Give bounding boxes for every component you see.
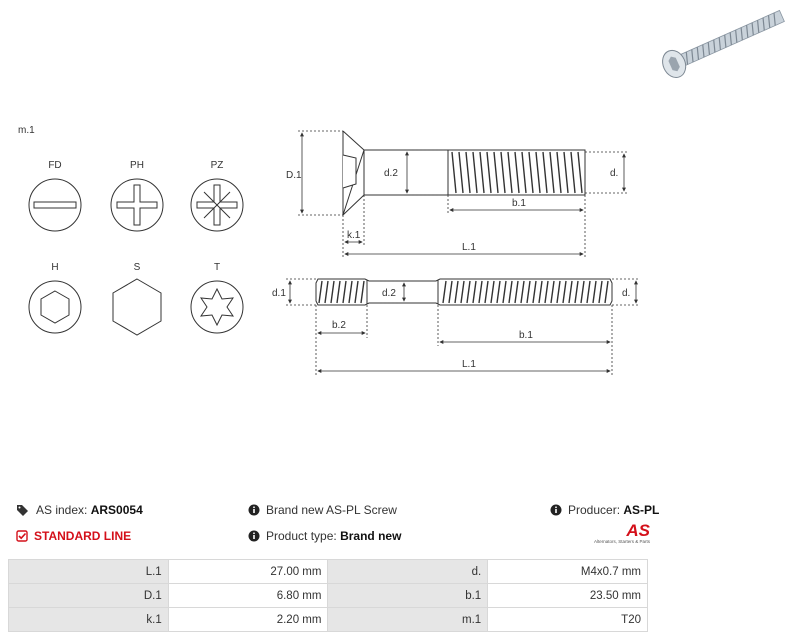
head-type-h: H: [28, 262, 82, 334]
pozidriv-icon: [190, 178, 244, 232]
spec-key: d.: [327, 559, 489, 584]
head-type-pz: PZ: [190, 160, 244, 232]
flat-slot-icon: [28, 178, 82, 232]
description-text: Brand new AS-PL Screw: [266, 503, 397, 517]
head-type-pz-label: PZ: [211, 160, 224, 171]
dim-k1-label: k.1: [347, 230, 361, 241]
head-type-ph: PH: [110, 160, 164, 232]
head-type-ph-label: PH: [130, 160, 144, 171]
product-photo[interactable]: [658, 3, 787, 81]
dim-b1-label: b.1: [512, 198, 526, 209]
producer: Producer: AS-PL: [550, 503, 659, 517]
countersunk-screw-drawing: [298, 130, 628, 258]
head-type-s-label: S: [134, 262, 141, 273]
spec-value: 2.20 mm: [167, 607, 329, 632]
stud-dim-d1-label: d.1: [272, 288, 286, 299]
spec-value: 6.80 mm: [167, 583, 329, 608]
head-type-t-label: T: [214, 262, 220, 273]
dim-d2-label: d.2: [384, 168, 398, 179]
stud-dim-d-label: d.: [622, 288, 630, 299]
head-type-s: S: [112, 262, 162, 336]
spec-key: k.1: [8, 607, 169, 632]
spec-value: T20: [487, 607, 648, 632]
tags-icon: [17, 505, 28, 516]
head-type-t: T: [190, 262, 244, 334]
table-row: D.1 6.80 mm b.1 23.50 mm: [8, 583, 648, 608]
product-description: Brand new AS-PL Screw: [248, 503, 397, 517]
phillips-icon: [110, 178, 164, 232]
stud-dim-b2-label: b.2: [332, 320, 346, 331]
product-type-value: Brand new: [340, 529, 402, 543]
info-icon: [248, 530, 260, 542]
stud-dim-L1-label: L.1: [462, 359, 476, 370]
head-type-h-label: H: [51, 262, 58, 273]
stud-dim-b1-label: b.1: [519, 330, 533, 341]
spec-value: 27.00 mm: [167, 559, 329, 584]
head-type-fd-label: FD: [48, 160, 61, 171]
checkbox-checked-icon: [16, 530, 28, 542]
logo-mark: AS: [626, 521, 650, 540]
spec-value: 23.50 mm: [487, 583, 648, 608]
as-index-label: AS index:: [36, 503, 88, 517]
technical-drawing: m.1 FD PH PZ H S: [18, 3, 787, 376]
as-index-value[interactable]: ARS0054: [90, 503, 143, 517]
as-pl-logo: AS Alternators, Starters & Parts: [586, 522, 650, 550]
view-label: m.1: [18, 125, 35, 136]
dim-D1-label: D.1: [286, 170, 302, 181]
dim-d-label: d.: [610, 168, 618, 179]
product-type-label: Product type:: [266, 529, 337, 543]
dim-L1-label: L.1: [462, 242, 476, 253]
producer-label: Producer:: [568, 503, 621, 517]
info-icon: [248, 504, 260, 516]
producer-value: AS-PL: [623, 503, 660, 517]
spec-key: L.1: [8, 559, 169, 584]
head-type-fd: FD: [28, 160, 82, 232]
hex-socket-icon: [28, 280, 82, 334]
hex-head-icon: [112, 278, 162, 336]
table-row: k.1 2.20 mm m.1 T20: [8, 607, 648, 632]
product-type: Product type: Brand new: [248, 529, 401, 543]
info-icon: [550, 504, 562, 516]
logo-tagline: Alternators, Starters & Parts: [593, 539, 650, 544]
product-info: AS index: ARS0054 STANDARD LINE Brand ne…: [16, 503, 659, 553]
standard-line-label: STANDARD LINE: [34, 529, 132, 543]
spec-key: D.1: [8, 583, 169, 608]
stud-drawing: [286, 278, 640, 376]
spec-key: b.1: [327, 583, 489, 608]
spec-key: m.1: [327, 607, 489, 632]
stud-dim-d2-label: d.2: [382, 288, 396, 299]
specs-table: L.1 27.00 mm d. M4x0.7 mm D.1 6.80 mm b.…: [8, 559, 648, 632]
product-line: STANDARD LINE: [16, 529, 131, 543]
spec-value: M4x0.7 mm: [487, 559, 648, 584]
table-row: L.1 27.00 mm d. M4x0.7 mm: [8, 559, 648, 584]
torx-icon: [190, 280, 244, 334]
as-index: AS index: ARS0054: [16, 503, 143, 517]
